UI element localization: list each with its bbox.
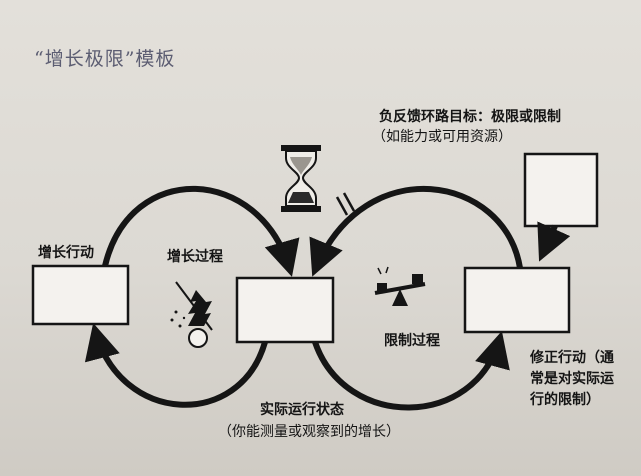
delay-mark xyxy=(335,196,349,216)
corrective-action-label-line1: 修正行动（通 xyxy=(530,350,614,366)
page-title: “增长极限”模板 xyxy=(34,48,176,70)
arrow-state-to-action xyxy=(84,323,268,408)
balancing-goal-label: 负反馈环路目标：极限或限制 xyxy=(379,109,561,125)
arrow-corrective-to-state xyxy=(309,186,523,277)
arrow-action-to-state xyxy=(102,185,300,277)
arrow-limit-to-corrective xyxy=(537,221,571,262)
corrective-action-label-line3: 行的限制） xyxy=(530,392,600,408)
current-state-label: 实际运行状态 xyxy=(260,402,344,418)
growth-action-label: 增长行动 xyxy=(38,245,94,261)
corrective-action-box xyxy=(463,266,571,334)
hourglass-icon xyxy=(281,145,321,212)
growth-action-box xyxy=(31,264,130,326)
limiting-process-label: 限制过程 xyxy=(384,333,440,349)
current-state-note: （你能测量或观察到的增长） xyxy=(218,424,400,440)
balancing-goal-note: （如能力或可用资源） xyxy=(372,129,512,145)
limit-box xyxy=(523,152,599,228)
arrow-state-to-corrective xyxy=(312,331,510,411)
delay-mark xyxy=(342,192,356,212)
rolling-snowball-icon xyxy=(170,281,213,348)
growth-process-label: 增长过程 xyxy=(167,249,223,265)
seesaw-icon xyxy=(374,266,426,306)
corrective-action-label-line2: 常是对实际运 xyxy=(530,371,614,387)
current-state-box xyxy=(235,276,335,344)
